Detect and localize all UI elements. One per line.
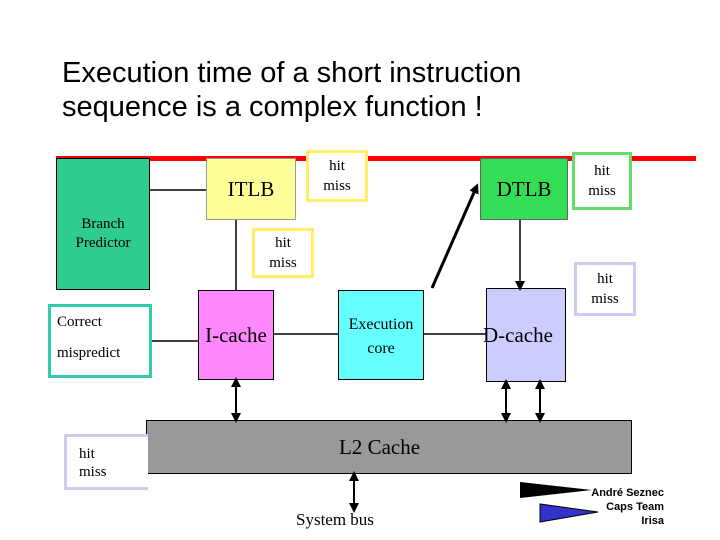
icache-box: I-cache bbox=[198, 290, 274, 380]
dtlb-box: DTLB bbox=[480, 158, 568, 220]
l2-miss-label: miss bbox=[79, 464, 107, 480]
title-accent-bar bbox=[56, 156, 696, 161]
dtlb-label: DTLB bbox=[496, 176, 552, 201]
branch-predictor-line-2: Predictor bbox=[75, 235, 131, 251]
correct-label: Correct bbox=[57, 314, 102, 330]
itlb-miss-label: miss bbox=[323, 178, 351, 194]
icache-miss-label: miss bbox=[269, 255, 297, 271]
credit-institute: Irisa bbox=[641, 515, 664, 527]
dcache-box: D-cache bbox=[483, 288, 566, 382]
dcache-label: D-cache bbox=[483, 322, 553, 347]
dcache-hit-label: hit bbox=[597, 271, 613, 287]
execution-core-line-2: core bbox=[367, 340, 395, 357]
l2-hit-label: hit bbox=[79, 446, 95, 462]
dtlb-miss-label: miss bbox=[588, 183, 616, 199]
l2-cache-box: L2 Cache bbox=[146, 420, 632, 474]
l2-hit-miss-box: hit miss bbox=[64, 434, 148, 490]
icache-hit-label: hit bbox=[275, 235, 291, 251]
icache-label: I-cache bbox=[205, 322, 267, 347]
slide-title: Execution time of a short instruction se… bbox=[62, 56, 702, 124]
dtlb-hit-miss-box: hit miss bbox=[572, 152, 632, 210]
itlb-label: ITLB bbox=[227, 176, 275, 201]
author-credit: André Seznec Caps Team Irisa bbox=[556, 486, 664, 528]
dcache-hit-miss-box: hit miss bbox=[574, 262, 636, 316]
icache-hit-miss-box: hit miss bbox=[252, 228, 314, 278]
slide-title-line-2: sequence is a complex function ! bbox=[62, 91, 483, 123]
execution-core-box: Execution core bbox=[338, 290, 424, 380]
correct-mispredict-box: Correct mispredict bbox=[48, 304, 152, 378]
credit-team: Caps Team bbox=[606, 501, 664, 513]
logo-black-triangle bbox=[520, 482, 592, 498]
branch-predictor-line-1: Branch bbox=[81, 216, 125, 232]
dtlb-hit-label: hit bbox=[594, 163, 610, 179]
slide-title-line-1: Execution time of a short instruction bbox=[62, 57, 522, 89]
itlb-hit-miss-box: hit miss bbox=[306, 150, 368, 202]
dcache-miss-label: miss bbox=[591, 291, 619, 307]
credit-author: André Seznec bbox=[591, 487, 664, 499]
execution-core-line-1: Execution bbox=[348, 316, 414, 333]
exec-to-dtlb-arrow bbox=[430, 183, 479, 289]
mispredict-label: mispredict bbox=[57, 345, 121, 361]
itlb-hit-label: hit bbox=[329, 158, 345, 174]
system-bus-label: System bus bbox=[296, 510, 374, 529]
l2-cache-label: L2 Cache bbox=[339, 435, 421, 459]
logo-blue-triangle bbox=[539, 503, 599, 523]
branch-predictor-box: Branch Predictor bbox=[56, 158, 150, 290]
itlb-box: ITLB bbox=[206, 158, 296, 220]
